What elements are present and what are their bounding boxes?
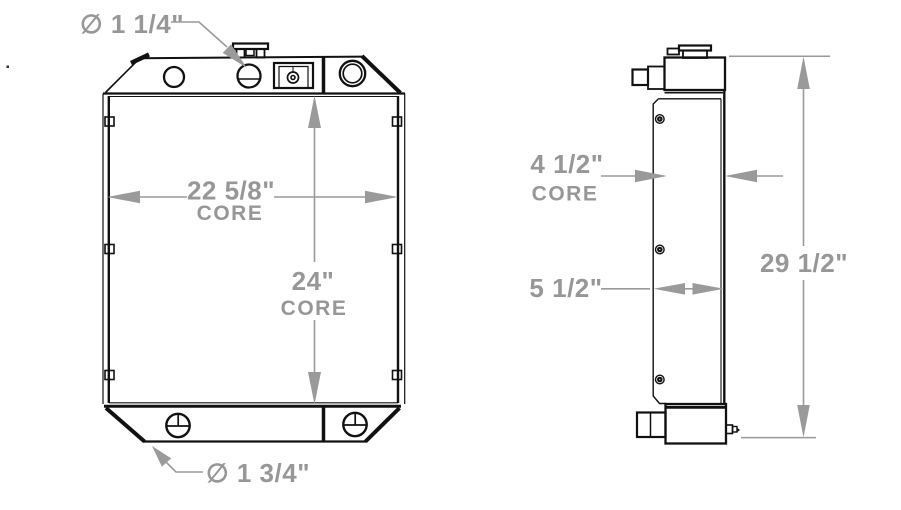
dim-core-width: 22 5/8" CORE [107,176,398,225]
dim-arrowhead [222,44,247,68]
overflow-bracket-outer [272,61,315,90]
top-tank-right-chamfer [360,54,402,95]
side-bottom-tank-body [664,402,728,445]
mounting-tab [391,243,403,255]
side-drain-plug-hex [731,425,738,433]
dim-arrowhead [692,283,724,295]
side-core-body [652,90,726,405]
rivet [654,374,665,385]
dim-side-core-depth-value: 4 1/2" [530,149,603,179]
dim-leader-line [171,21,228,48]
dim-arrowhead [107,190,140,204]
dim-top-port-diameter: ∅ 1 1/4" [80,9,247,68]
side-core-front-edge [652,98,666,405]
front-top-tank [104,42,402,95]
mounting-tab [104,243,115,255]
dim-arrowhead [653,283,685,295]
side-filler-cap-body [682,49,708,59]
side-drain-plug [725,424,740,435]
stray-mark [6,65,9,68]
rivet-inner [656,116,663,122]
overflow-fitting [286,71,300,84]
overflow-bracket [272,61,315,90]
filler-neck-port [236,63,262,89]
dim-arrowhead [308,372,321,405]
dim-core-height-suffix: CORE [281,297,348,320]
rivet-outer [654,244,665,255]
dim-side-core-depth-suffix: CORE [532,183,599,206]
overflow-bracket-inner [278,65,309,88]
dim-side-tank-depth: 5 1/2" [529,273,724,303]
drain-port-right [342,411,368,438]
side-bottom-tank [635,402,740,445]
dim-overall-height: 29 1/2" [729,55,848,439]
rivet-outer [654,374,665,385]
dimensions: ∅ 1 1/4" 22 5/8" CORE 24" CORE ∅ 1 3/4" [80,9,848,488]
dim-arrowhead [152,446,172,467]
side-view [631,44,740,445]
side-drain-plug-tip [737,427,740,433]
dim-arrowhead [797,405,810,438]
front-bottom-tank [104,402,401,444]
dim-arrowhead [797,56,810,89]
side-top-tank [631,44,727,94]
dim-arrowhead [725,169,757,183]
top-tank-top-edge [138,55,364,60]
bottom-tank-right-chamfer [364,406,401,443]
dim-arrowhead [308,95,321,128]
dim-core-height-value: 24" [292,266,335,296]
side-top-tank-body [663,56,727,92]
overflow-fitting-hole [290,74,296,81]
dim-core-width-suffix: CORE [197,202,264,225]
dim-leader-line [165,461,203,473]
outlet-port-inner [342,63,363,84]
outlet-port-outer [338,59,367,88]
filler-cap-ear-right [255,48,266,59]
side-inlet-pipe [631,68,650,87]
rivet [654,244,665,255]
rivet-inner [656,246,663,253]
dim-core-width-value: 22 5/8" [187,176,275,206]
side-inlet-pipe-base [647,65,666,90]
dim-bottom-port-diameter: ∅ 1 3/4" [152,446,310,488]
dim-side-core-depth: 4 1/2" CORE [530,149,783,206]
dim-arrowhead [635,169,667,183]
rivet-inner [656,376,663,383]
mounting-tab [104,369,115,381]
drain-port-left [165,412,191,439]
dim-core-height: 24" CORE [281,95,348,405]
dim-side-tank-depth-value: 5 1/2" [529,273,602,303]
front-core-body [102,92,406,404]
rivet-outer [654,113,665,124]
front-view [6,42,406,444]
dim-bottom-port-diameter-label: ∅ 1 3/4" [206,458,310,488]
dim-overall-height-value: 29 1/2" [760,248,848,278]
bottom-tank-left-chamfer [104,406,146,444]
mounting-tab [391,116,403,127]
filler-cap-center [245,48,255,57]
dim-top-port-diameter-label: ∅ 1 1/4" [80,9,184,39]
mounting-tab [391,369,403,381]
vent-hole [162,65,186,89]
dim-arrowhead [365,190,398,204]
mounting-tab [104,116,115,127]
side-filler-cap-tab [666,47,680,56]
rivet [654,113,665,124]
